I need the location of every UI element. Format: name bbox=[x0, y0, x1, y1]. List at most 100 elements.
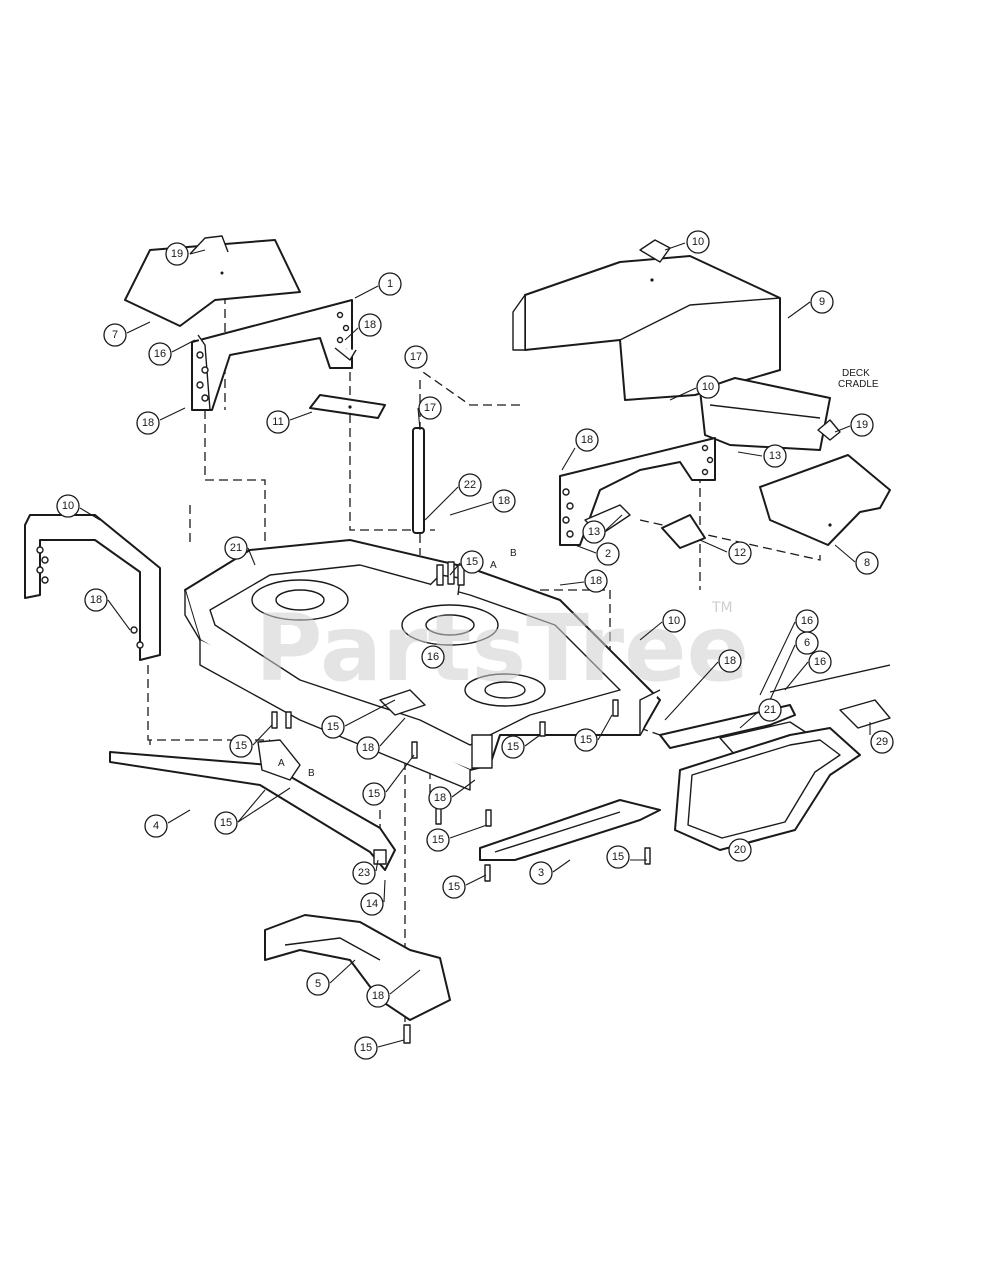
callout-10: 10 bbox=[702, 381, 714, 393]
callout-circle bbox=[165, 242, 189, 266]
callout-10: 10 bbox=[692, 236, 704, 248]
callout-19: 19 bbox=[171, 248, 183, 260]
callout-15: 15 bbox=[368, 788, 380, 800]
callout-circle bbox=[728, 838, 752, 862]
small-deck-bracket bbox=[309, 394, 386, 419]
callout-14: 14 bbox=[366, 898, 378, 910]
callout-8: 8 bbox=[864, 557, 870, 569]
callout-circle bbox=[584, 569, 608, 593]
drive-belt bbox=[674, 727, 861, 851]
callout-16: 16 bbox=[801, 615, 813, 627]
callout-16: 16 bbox=[427, 651, 439, 663]
callout-circle bbox=[870, 730, 894, 754]
callout-3: 3 bbox=[538, 867, 544, 879]
callout-circle bbox=[84, 588, 108, 612]
right-small-bracket bbox=[661, 514, 706, 549]
callout-circle bbox=[358, 313, 382, 337]
callout-15: 15 bbox=[580, 734, 592, 746]
callout-15: 15 bbox=[612, 851, 624, 863]
deck-cradle-label-1: DECK bbox=[842, 368, 870, 379]
callout-circle bbox=[352, 861, 376, 885]
letter-a-bottom: A bbox=[278, 758, 285, 769]
callout-9: 9 bbox=[819, 296, 825, 308]
callout-circle bbox=[378, 272, 402, 296]
svg-text:TM: TM bbox=[711, 600, 733, 616]
callout-circle bbox=[574, 728, 598, 752]
callout-circle bbox=[224, 536, 248, 560]
callout-15: 15 bbox=[466, 556, 478, 568]
callout-19: 19 bbox=[856, 419, 868, 431]
callout-circle bbox=[808, 650, 832, 674]
callout-circle bbox=[696, 375, 720, 399]
callout-circle bbox=[428, 786, 452, 810]
callout-29: 29 bbox=[876, 736, 888, 748]
deck-cradle-label-2: CRADLE bbox=[838, 379, 879, 390]
callout-16: 16 bbox=[814, 656, 826, 668]
callout-circle bbox=[306, 972, 330, 996]
callout-21: 21 bbox=[230, 542, 242, 554]
callout-13: 13 bbox=[769, 450, 781, 462]
main-deck-cover bbox=[512, 239, 781, 401]
callout-1: 1 bbox=[387, 278, 393, 290]
callout-circle bbox=[501, 735, 525, 759]
callout-circle bbox=[214, 811, 238, 835]
callout-15: 15 bbox=[327, 721, 339, 733]
callout-15: 15 bbox=[360, 1042, 372, 1054]
callout-17: 17 bbox=[410, 351, 422, 363]
callout-18: 18 bbox=[724, 655, 736, 667]
callout-17: 17 bbox=[424, 402, 436, 414]
callout-18: 18 bbox=[590, 575, 602, 587]
callout-circle bbox=[458, 473, 482, 497]
right-belt-cover bbox=[759, 419, 891, 546]
callout-18: 18 bbox=[362, 742, 374, 754]
callout-18: 18 bbox=[498, 495, 510, 507]
callout-18: 18 bbox=[364, 319, 376, 331]
callout-6: 6 bbox=[804, 637, 810, 649]
callout-15: 15 bbox=[507, 741, 519, 753]
callout-circle bbox=[56, 494, 80, 518]
letter-b-top: B bbox=[510, 548, 517, 559]
callout-circle bbox=[795, 631, 819, 655]
callout-11: 11 bbox=[272, 416, 283, 428]
callout-circle bbox=[103, 323, 127, 347]
callout-circle bbox=[266, 410, 290, 434]
callout-circle bbox=[229, 734, 253, 758]
callout-21: 21 bbox=[764, 704, 776, 716]
callout-circle bbox=[575, 428, 599, 452]
callout-2: 2 bbox=[605, 548, 611, 560]
callout-circle bbox=[442, 875, 466, 899]
callouts: 19 7 1 18 16 18 11 17 17 10 9 10 19 bbox=[56, 230, 894, 1060]
callout-23: 23 bbox=[358, 867, 370, 879]
callout-12: 12 bbox=[734, 547, 746, 559]
callout-circle bbox=[460, 550, 484, 574]
callout-16: 16 bbox=[154, 348, 166, 360]
callout-18: 18 bbox=[90, 594, 102, 606]
callout-circle bbox=[356, 736, 380, 760]
callout-circle bbox=[582, 520, 606, 544]
callout-circle bbox=[855, 551, 879, 575]
callout-18: 18 bbox=[372, 990, 384, 1002]
callout-circle bbox=[362, 782, 386, 806]
callout-10: 10 bbox=[668, 615, 680, 627]
callout-circle bbox=[529, 861, 553, 885]
callout-circle bbox=[606, 845, 630, 869]
left-mounting-bracket bbox=[191, 299, 357, 411]
callout-13: 13 bbox=[588, 526, 600, 538]
callout-circle bbox=[686, 230, 710, 254]
callout-circle bbox=[321, 715, 345, 739]
callout-circle bbox=[421, 645, 445, 669]
left-deck-hanger bbox=[24, 514, 161, 661]
callout-18: 18 bbox=[434, 792, 446, 804]
letter-a-top: A bbox=[490, 560, 497, 571]
callout-15: 15 bbox=[448, 881, 460, 893]
callout-circle bbox=[360, 892, 384, 916]
callout-5: 5 bbox=[315, 978, 321, 990]
left-belt-cover bbox=[124, 235, 301, 327]
lift-arm bbox=[109, 739, 396, 871]
callout-22: 22 bbox=[464, 479, 476, 491]
callout-circle bbox=[763, 444, 787, 468]
letter-b-bottom: B bbox=[308, 768, 315, 779]
callout-15: 15 bbox=[235, 740, 247, 752]
callout-circle bbox=[596, 542, 620, 566]
callout-circle bbox=[718, 649, 742, 673]
